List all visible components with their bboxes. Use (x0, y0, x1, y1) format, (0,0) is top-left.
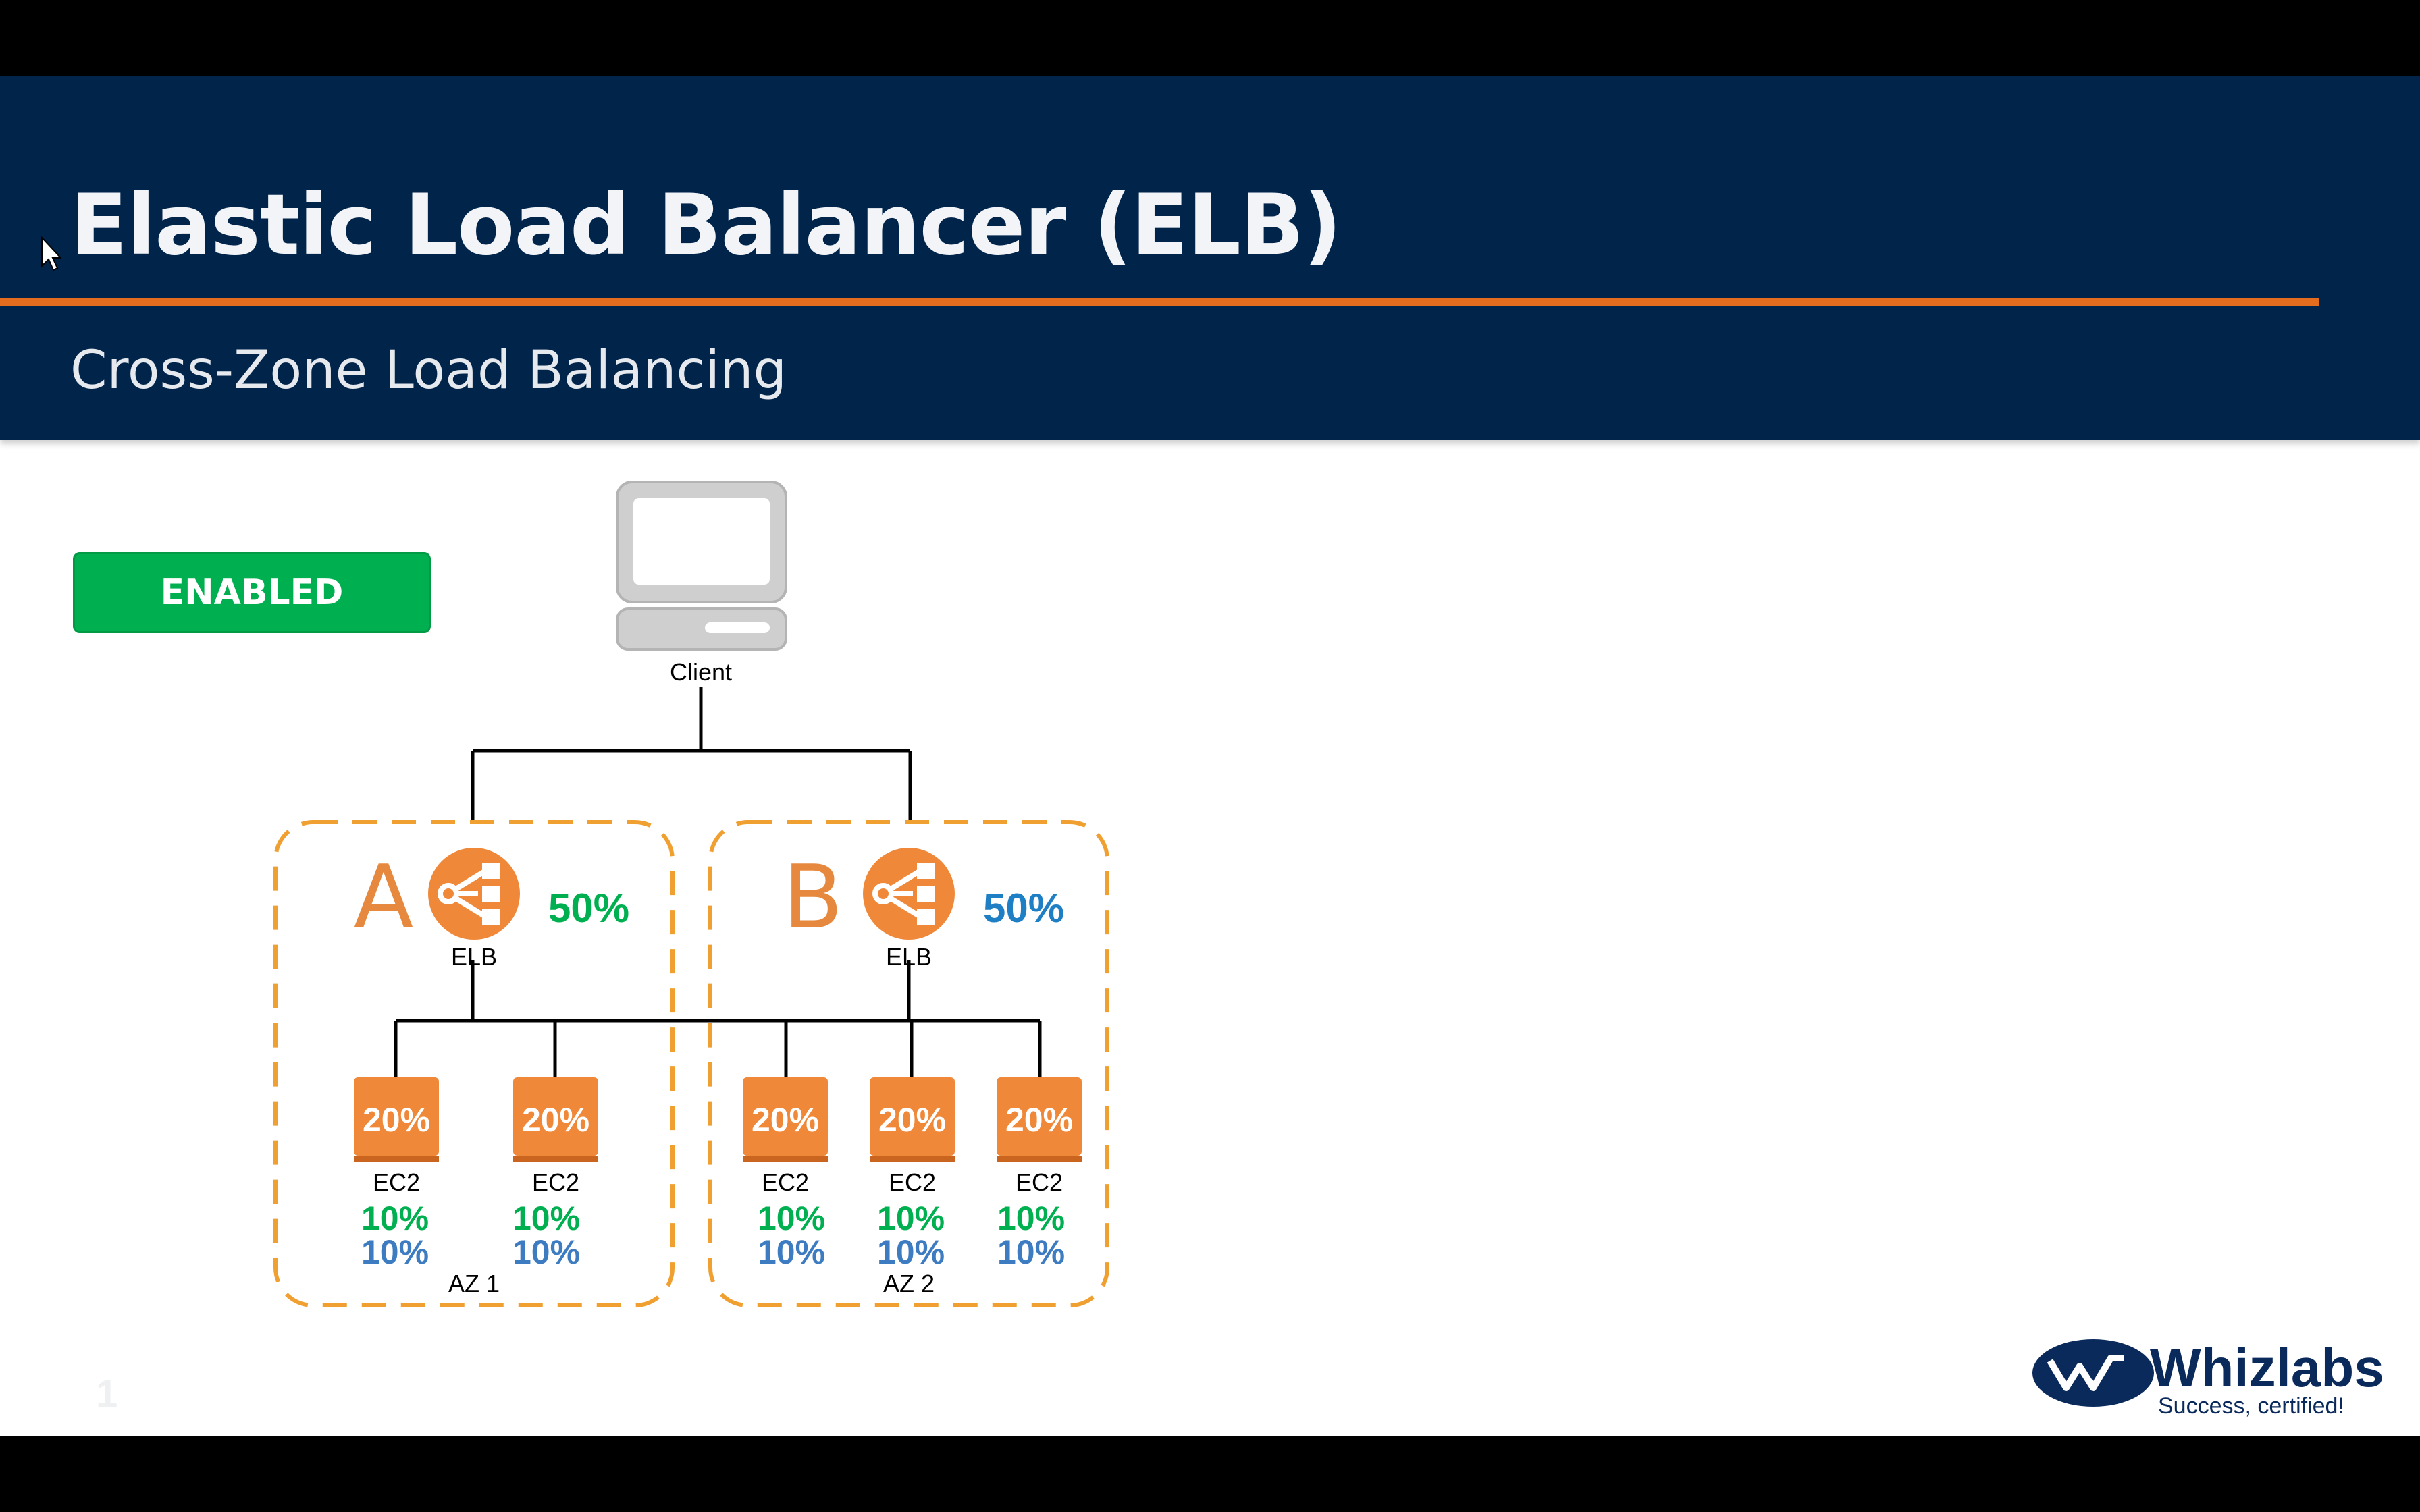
ec2-instance-icon (513, 1077, 598, 1162)
ec2-instance-icon (997, 1077, 1082, 1162)
zone-letter-b: B (783, 846, 843, 948)
traffic-from-b: 10% (512, 1233, 580, 1271)
availability-zone-1 (273, 820, 675, 1307)
top-letterbox (0, 0, 2420, 76)
ec2-share: 20% (878, 1101, 946, 1139)
availability-zone-2 (708, 820, 1109, 1307)
ec2-label: EC2 (762, 1168, 809, 1196)
traffic-from-a: 10% (877, 1199, 945, 1237)
status-badge: ENABLED (73, 552, 431, 633)
slide-page-number: 1 (96, 1372, 118, 1416)
page-title: Elastic Load Balancer (ELB) (70, 177, 1342, 274)
traffic-from-b: 10% (877, 1233, 945, 1271)
bottom-letterbox (0, 1436, 2420, 1512)
ec2-label: EC2 (532, 1168, 579, 1196)
client-label: Client (670, 658, 732, 686)
elb-icon (428, 848, 520, 940)
traffic-from-a: 10% (997, 1199, 1065, 1237)
az-label: AZ 1 (448, 1270, 500, 1297)
ec2-share: 20% (752, 1101, 819, 1139)
slide-header: Elastic Load Balancer (ELB) Cross-Zone L… (0, 76, 2420, 440)
cross-zone-diagram: Client A (273, 481, 1109, 1307)
ec2-instance-icon (743, 1077, 828, 1162)
ec2-instance-icon (354, 1077, 439, 1162)
zone-letter-a: A (354, 846, 414, 948)
elb-share-a: 50% (548, 886, 629, 931)
traffic-from-b: 10% (758, 1233, 825, 1271)
elb-icon (863, 848, 955, 940)
ec2-share: 20% (363, 1101, 430, 1139)
traffic-from-a: 10% (758, 1199, 825, 1237)
connector-lines (394, 687, 1042, 1077)
traffic-from-a: 10% (361, 1199, 429, 1237)
traffic-from-b: 10% (361, 1233, 429, 1271)
title-divider (0, 298, 2319, 306)
ec2-instance-icon (870, 1077, 955, 1162)
ec2-share: 20% (1005, 1101, 1073, 1139)
elb-label: ELB (451, 943, 497, 971)
whizlabs-logo-icon: Whizlabs Success, certified! (2032, 1338, 2382, 1419)
elb-label: ELB (886, 943, 932, 971)
traffic-from-a: 10% (512, 1199, 580, 1237)
ec2-label: EC2 (889, 1168, 936, 1196)
ec2-share: 20% (522, 1101, 589, 1139)
logo-tagline: Success, certified! (2158, 1393, 2344, 1419)
ec2-label: EC2 (373, 1168, 420, 1196)
logo-name: Whizlabs (2150, 1338, 2382, 1398)
page-subtitle: Cross-Zone Load Balancing (70, 340, 787, 401)
elb-share-b: 50% (983, 886, 1064, 931)
az-label: AZ 2 (883, 1270, 935, 1297)
ec2-label: EC2 (1016, 1168, 1063, 1196)
client-computer-icon (616, 481, 787, 651)
cursor-arrow-icon (41, 236, 61, 271)
presentation-slide: Elastic Load Balancer (ELB) Cross-Zone L… (0, 76, 2420, 1436)
traffic-from-b: 10% (997, 1233, 1065, 1271)
